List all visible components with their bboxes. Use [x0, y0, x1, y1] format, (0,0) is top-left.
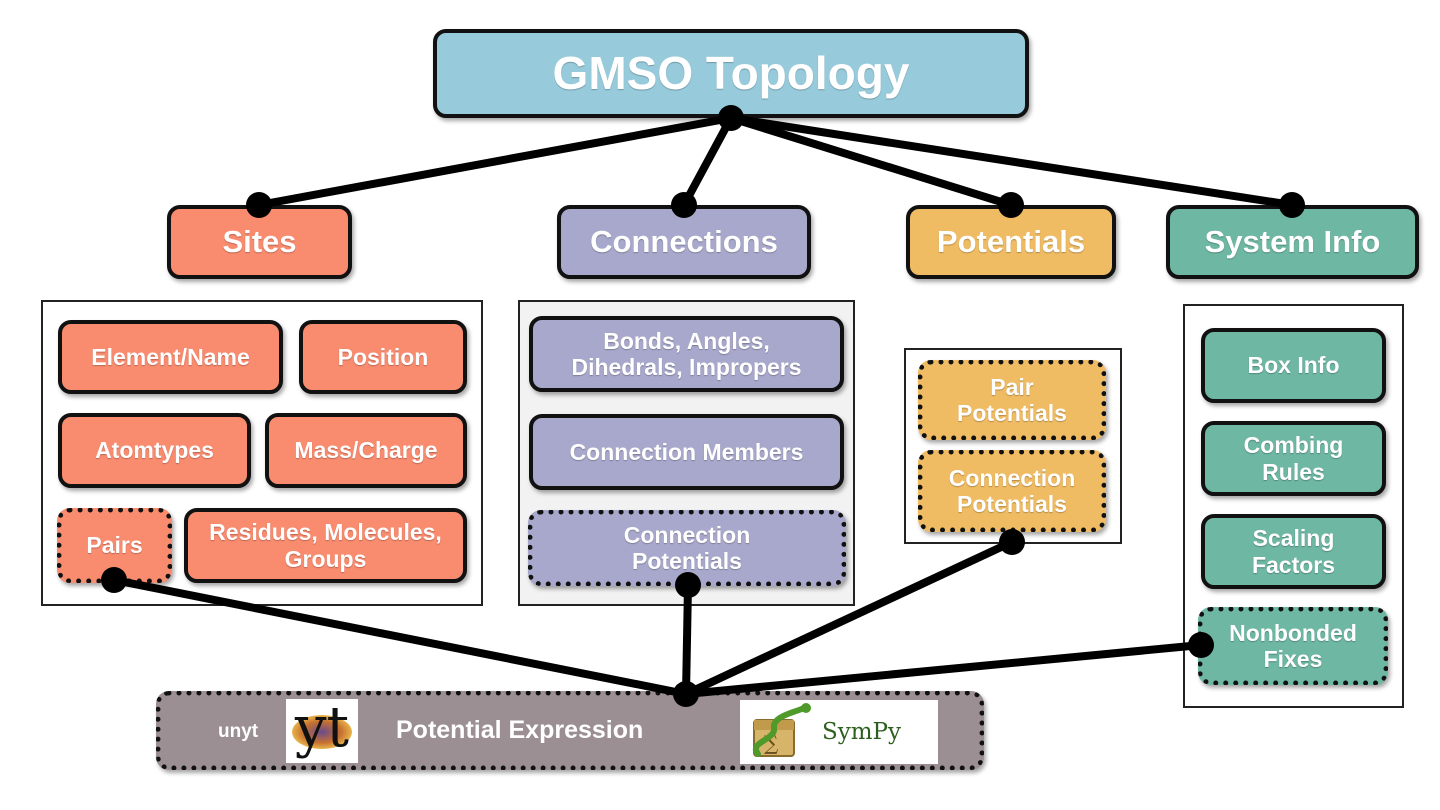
potentials-category: Potentials: [906, 205, 1116, 279]
connection-members-label: Connection Members: [569, 438, 804, 465]
connection-potentials-pot-item: Connection Potentials: [918, 450, 1106, 532]
nonbonded-fixes-item: Nonbonded Fixes: [1198, 607, 1388, 685]
box-info-item: Box Info: [1201, 328, 1386, 403]
pairs-label: Pairs: [86, 532, 143, 559]
sympy-logo-text: SymPy: [822, 719, 902, 745]
bonds-angles-label: Bonds, Angles, Dihedrals, Impropers: [571, 327, 802, 380]
element-name-item: Element/Name: [58, 320, 283, 394]
sympy-snake-icon: ∑: [752, 703, 811, 757]
combing-rules-item: Combing Rules: [1201, 421, 1386, 496]
sites-label: Sites: [222, 224, 297, 260]
unyt-label: unyt: [218, 721, 259, 742]
line-title-system-info: [727, 114, 1296, 209]
connection-potentials-label: Connection Potentials: [623, 521, 751, 574]
bonds-angles-item: Bonds, Angles, Dihedrals, Impropers: [529, 316, 844, 392]
title-text: GMSO Topology: [552, 47, 910, 100]
potentials-label: Potentials: [936, 224, 1086, 260]
system-info-label: System Info: [1204, 224, 1381, 260]
atomtypes-label: Atomtypes: [95, 437, 214, 464]
box-info-label: Box Info: [1247, 352, 1340, 379]
connection-members-item: Connection Members: [529, 414, 844, 490]
connections-label: Connections: [590, 224, 778, 260]
line-title-sites: [255, 114, 735, 209]
connection-potentials-pot-label: Connection Potentials: [948, 464, 1076, 517]
title-box: GMSO Topology: [433, 29, 1029, 118]
yt-logo: yt: [286, 699, 358, 763]
combing-rules-label: Combing Rules: [1243, 432, 1344, 485]
yt-swirl-icon: [292, 715, 352, 749]
mass-charge-label: Mass/Charge: [294, 437, 438, 464]
residues-label: Residues, Molecules, Groups: [209, 519, 442, 572]
connection-potentials-item: Connection Potentials: [528, 510, 846, 586]
scaling-factors-item: Scaling Factors: [1201, 514, 1386, 589]
position-label: Position: [337, 343, 429, 370]
line-title-connections: [680, 114, 735, 209]
sympy-logo: ∑ SymPy: [740, 700, 938, 764]
pair-potentials-label: Pair Potentials: [957, 373, 1067, 426]
sites-category: Sites: [167, 205, 352, 279]
position-item: Position: [299, 320, 467, 394]
residues-item: Residues, Molecules, Groups: [184, 508, 467, 583]
nonbonded-fixes-label: Nonbonded Fixes: [1229, 619, 1357, 672]
pair-potentials-item: Pair Potentials: [918, 360, 1106, 440]
potential-expression-label: Potential Expression: [396, 716, 644, 744]
line-nonbonded-expression: [682, 641, 1205, 698]
scaling-factors-label: Scaling Factors: [1251, 525, 1336, 578]
connections-category: Connections: [557, 205, 811, 279]
line-title-potentials: [727, 114, 1015, 209]
mass-charge-item: Mass/Charge: [265, 413, 467, 488]
element-name-label: Element/Name: [91, 343, 250, 370]
pairs-item: Pairs: [57, 508, 172, 583]
atomtypes-item: Atomtypes: [58, 413, 251, 488]
system-info-category: System Info: [1166, 205, 1419, 279]
yt-logo-text: yt: [294, 699, 350, 760]
